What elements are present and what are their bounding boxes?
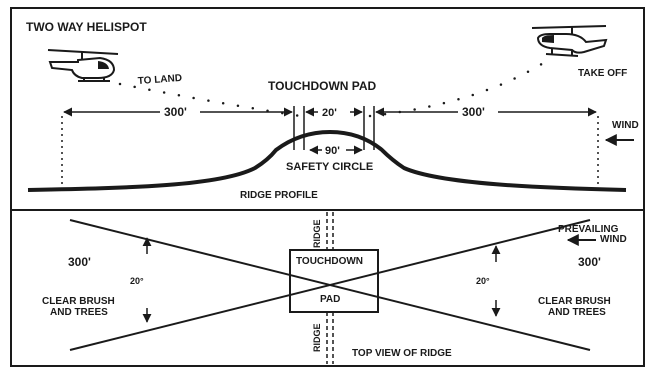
- clearing-diagonal-2: [69, 219, 591, 351]
- touchdown-label: TOUCHDOWN: [296, 256, 363, 267]
- top-left-angle-label: 20°: [130, 276, 144, 286]
- helicopter-icon-landing: [47, 49, 119, 82]
- clear-left-line1: CLEAR BRUSH: [42, 296, 115, 307]
- pad-width-label: 20': [322, 107, 337, 119]
- top-view-label: TOP VIEW OF RIDGE: [352, 348, 452, 359]
- touchdown-pad-label: TOUCHDOWN PAD: [268, 79, 377, 93]
- to-land-label: TO LAND: [137, 73, 182, 87]
- ridge-label-top: RIDGE: [312, 219, 322, 248]
- safety-circle-label: SAFETY CIRCLE: [286, 161, 373, 173]
- diagram-title: TWO WAY HELISPOT: [26, 20, 147, 34]
- top-left-distance-label: 300': [68, 255, 91, 269]
- touchdown-pad-box: [289, 249, 379, 313]
- pad-label: PAD: [320, 294, 340, 305]
- prevailing-wind-line2: WIND: [600, 234, 627, 245]
- take-off-label: TAKE OFF: [578, 68, 627, 79]
- ridge-label-bottom: RIDGE: [312, 323, 322, 352]
- clear-left-line2: AND TREES: [50, 307, 108, 318]
- distance-right-label: 300': [462, 105, 485, 119]
- prevailing-wind-line1: PREVAILING: [558, 224, 619, 235]
- distance-left-label: 300': [164, 105, 187, 119]
- top-right-distance-label: 300': [578, 255, 601, 269]
- helicopter-icon-takeoff: [531, 25, 608, 57]
- diagram-frame: [10, 7, 645, 367]
- wind-label: WIND: [612, 120, 639, 131]
- ridge-profile-label: RIDGE PROFILE: [240, 190, 318, 201]
- clear-right-line2: AND TREES: [548, 307, 606, 318]
- clear-right-line1: CLEAR BRUSH: [538, 296, 611, 307]
- top-right-angle-label: 20°: [476, 276, 490, 286]
- takeoff-flight-path: [368, 58, 550, 118]
- circle-width-label: 90': [325, 145, 340, 157]
- ridge-profile-line: [27, 129, 627, 192]
